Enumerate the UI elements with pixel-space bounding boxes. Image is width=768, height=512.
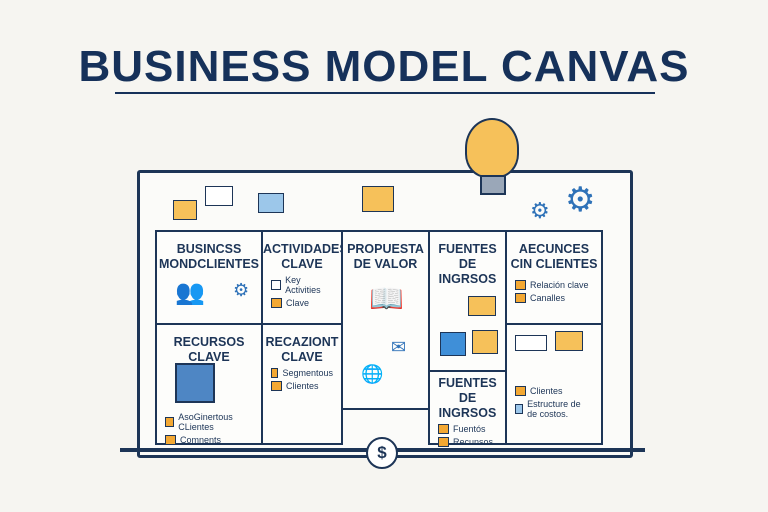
list-item: Clientes xyxy=(515,386,593,396)
list-item: Comnents xyxy=(165,435,253,445)
gear-icon: ⚙ xyxy=(565,181,596,219)
list-item: Segmentous xyxy=(271,368,333,378)
checkbox-icon xyxy=(165,417,175,427)
warning-card xyxy=(440,332,466,356)
cell-recursos-clave[interactable]: RECURSOS CLAVE AsoGinertous CLientes Com… xyxy=(155,323,263,445)
sticky-note xyxy=(362,186,394,212)
book-icon: 📖 xyxy=(369,283,404,314)
list-item: Clave xyxy=(271,298,333,308)
list-item: Relación clave xyxy=(515,280,593,290)
people-icon: 👥 xyxy=(175,279,205,306)
envelope-note xyxy=(468,296,496,316)
sticky-note xyxy=(173,200,197,220)
globe-icon: 🌐 xyxy=(361,364,384,384)
list-item: Fuentós xyxy=(438,424,497,434)
lightbulb-icon xyxy=(465,118,519,178)
cell-propuesta-valor[interactable]: PROPUESTA DE VALOR 📖 ✉ 🌐 xyxy=(341,230,430,410)
cell-actividades-clave[interactable]: ACTIVIDADES CLAVE Key Activities Clave xyxy=(261,230,348,325)
list-item: Clientes xyxy=(271,381,333,391)
lightbulb-base xyxy=(480,175,506,195)
list-item: Canalles xyxy=(515,293,593,303)
gear-icon: ⚙ xyxy=(233,280,250,300)
cell-alcances-clientes[interactable]: AECUNCES CIN CLIENTES Relación clave Can… xyxy=(505,230,603,325)
cell-fuentes-ingresos-2[interactable]: FUENTES DE INGRSOS Fuentós Recunsos. xyxy=(428,370,507,447)
card xyxy=(515,335,547,351)
dollar-icon: $ xyxy=(366,437,398,469)
title-underline xyxy=(115,92,655,94)
cell-business-clients[interactable]: BUSINCSS MONDCLIENTES 👥 ⚙ xyxy=(155,230,263,325)
cell-estructura-costos[interactable]: Clientes Estructure de de costos. xyxy=(505,323,603,445)
sticky-note xyxy=(472,330,498,354)
card xyxy=(205,186,233,206)
list-item: Estructure de de costos. xyxy=(515,399,593,419)
sticky-note xyxy=(555,331,583,351)
list-item: Recunsos. xyxy=(438,437,497,447)
list-item: Key Activities xyxy=(271,275,333,295)
list-item: AsoGinertous CLientes xyxy=(165,412,253,432)
cell-recazion-clave[interactable]: RECAZIONT CLAVE Segmentous Clientes xyxy=(261,323,343,445)
checkbox-icon xyxy=(165,435,176,445)
sticky-note xyxy=(258,193,284,213)
envelope-icon: ✉ xyxy=(391,337,407,357)
page-title: BUSINESS MODEL CANVAS xyxy=(78,42,690,91)
server-icon xyxy=(175,363,215,403)
cell-fuentes-ingresos[interactable]: FUENTES DE INGRSOS xyxy=(428,230,507,372)
gear-icon: ⚙ xyxy=(530,198,550,223)
